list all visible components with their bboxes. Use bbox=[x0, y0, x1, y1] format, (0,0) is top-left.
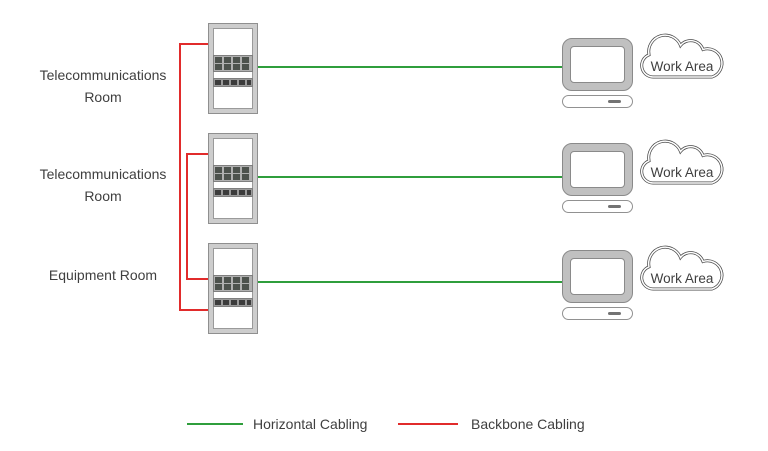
patch-panel-icon bbox=[213, 165, 253, 182]
monitor-screen bbox=[570, 151, 625, 188]
rack-panel bbox=[213, 28, 253, 109]
workstation-keyboard-icon bbox=[562, 200, 633, 213]
workstation-monitor-icon bbox=[562, 38, 633, 91]
backbone-cabling-legend-swatch bbox=[398, 423, 458, 425]
workstation-keyboard-icon bbox=[562, 95, 633, 108]
keyboard-dash bbox=[608, 99, 621, 103]
horizontal-cabling-legend-label: Horizontal Cabling bbox=[253, 416, 368, 432]
monitor-screen bbox=[570, 46, 625, 83]
work-area-cloud-icon: Work Area bbox=[640, 139, 724, 185]
network-switch-icon bbox=[213, 188, 253, 197]
keyboard-dash bbox=[608, 204, 621, 208]
rack-panel bbox=[213, 138, 253, 219]
work-area-label: Work Area bbox=[651, 59, 714, 74]
work-area-cloud-icon: Work Area bbox=[640, 33, 724, 79]
rack-panel bbox=[213, 248, 253, 329]
monitor-screen bbox=[570, 258, 625, 295]
room-label-telecommunications-2: Telecommunications Room bbox=[39, 166, 167, 204]
backbone-cabling-line bbox=[186, 153, 209, 155]
network-switch-icon bbox=[213, 78, 253, 87]
room-label-telecommunications-1: Telecommunications Room bbox=[39, 67, 167, 105]
backbone-cabling-legend-label: Backbone Cabling bbox=[471, 416, 585, 432]
room-label-equipment: Equipment Room bbox=[48, 267, 158, 283]
horizontal-cabling-legend-swatch bbox=[187, 423, 243, 425]
horizontal-cabling-line bbox=[258, 176, 563, 178]
workstation-monitor-icon bbox=[562, 143, 633, 196]
network-switch-icon bbox=[213, 298, 253, 307]
horizontal-cabling-line bbox=[258, 66, 563, 68]
backbone-cabling-line bbox=[186, 278, 209, 280]
patch-panel-icon bbox=[213, 55, 253, 72]
work-area-label: Work Area bbox=[651, 165, 714, 180]
server-rack-icon bbox=[208, 133, 258, 224]
backbone-cabling-line bbox=[186, 153, 188, 280]
work-area-label: Work Area bbox=[651, 271, 714, 286]
work-area-cloud-icon: Work Area bbox=[640, 245, 724, 291]
backbone-cabling-line bbox=[179, 43, 181, 311]
patch-panel-icon bbox=[213, 275, 253, 292]
horizontal-cabling-line bbox=[258, 281, 563, 283]
workstation-monitor-icon bbox=[562, 250, 633, 303]
backbone-cabling-line bbox=[179, 309, 209, 311]
server-rack-icon bbox=[208, 23, 258, 114]
server-rack-icon bbox=[208, 243, 258, 334]
keyboard-dash bbox=[608, 311, 621, 315]
workstation-keyboard-icon bbox=[562, 307, 633, 320]
backbone-cabling-line bbox=[179, 43, 209, 45]
